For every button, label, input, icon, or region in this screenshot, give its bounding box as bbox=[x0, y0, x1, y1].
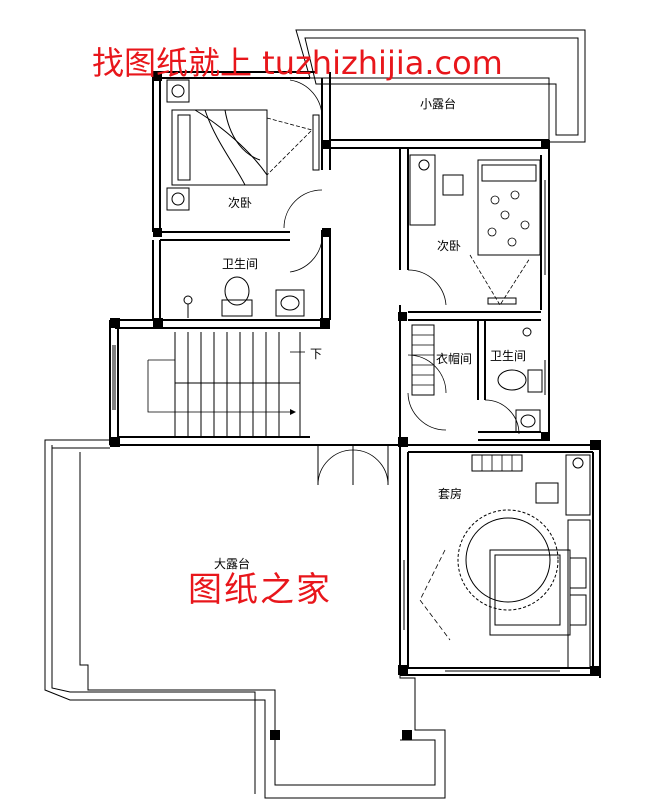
watermark-site: 找图纸就上 tuzhizhijia.com bbox=[92, 44, 503, 82]
watermark-brand: 图纸之家 bbox=[188, 570, 332, 610]
label-bedroom-2: 次卧 bbox=[437, 239, 461, 253]
doors bbox=[283, 79, 520, 435]
label-bathroom-1: 卫生间 bbox=[222, 257, 258, 271]
terrace-parapet bbox=[51, 445, 256, 794]
staircase bbox=[147, 332, 305, 437]
suite-window-right-frame bbox=[567, 519, 591, 669]
small-balcony-outline-inner bbox=[304, 37, 579, 136]
label-closet: 衣帽间 bbox=[436, 351, 472, 366]
terrace-outline-inner bbox=[79, 452, 436, 786]
bedroom1-bed bbox=[166, 79, 320, 211]
bedroom2-furniture bbox=[409, 154, 541, 306]
label-suite: 套房 bbox=[438, 486, 462, 501]
suite-furniture bbox=[419, 454, 591, 641]
bath2-fixtures bbox=[497, 327, 543, 433]
bath1-fixtures bbox=[183, 276, 305, 318]
label-stair-down: 下 bbox=[310, 347, 322, 361]
label-big-terrace: 大露台 bbox=[214, 556, 250, 571]
terrace-door bbox=[317, 445, 389, 486]
terrace-outline bbox=[44, 439, 446, 799]
label-bedroom-1: 次卧 bbox=[228, 196, 252, 210]
closet-rails bbox=[411, 324, 435, 396]
label-bathroom-2: 卫生间 bbox=[490, 349, 526, 363]
columns bbox=[110, 72, 600, 740]
label-small-balcony: 小露台 bbox=[420, 96, 456, 111]
